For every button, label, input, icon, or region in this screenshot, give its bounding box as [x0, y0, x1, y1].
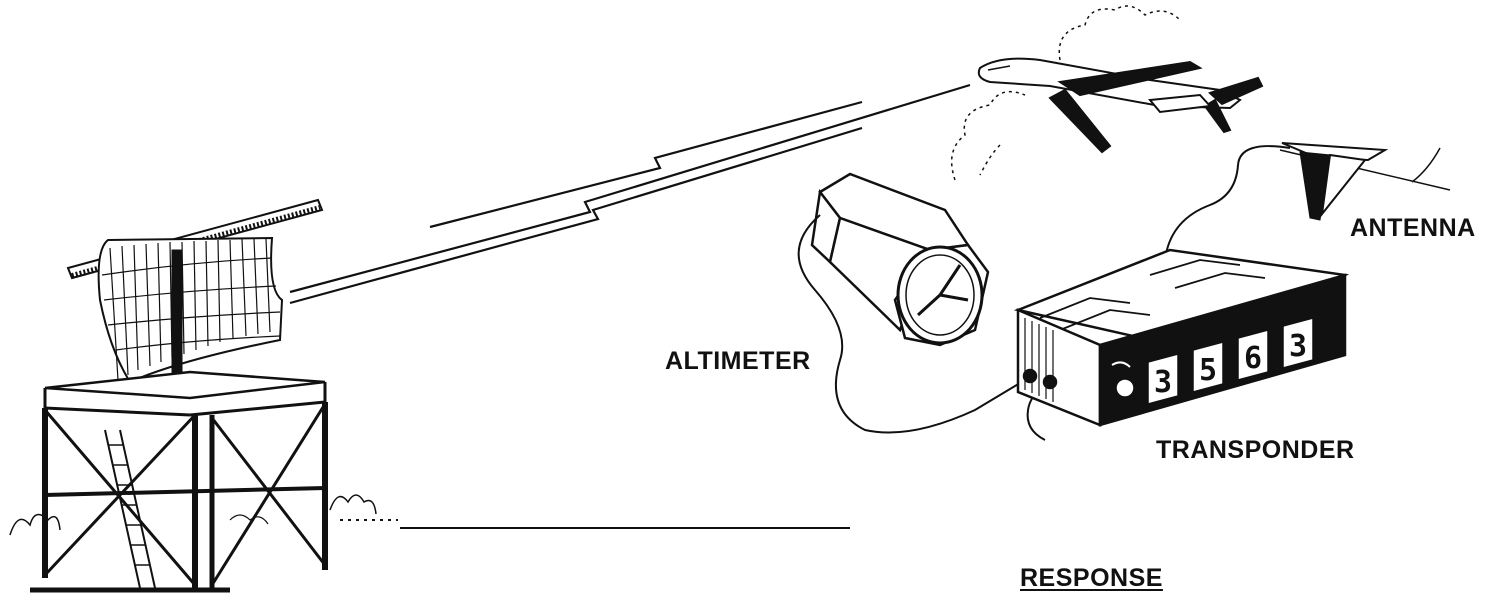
antenna-cable: [1164, 145, 1291, 261]
transponder-digit: 3: [1289, 329, 1307, 364]
ground-line: [340, 519, 850, 529]
response-label: RESPONSE: [1020, 564, 1163, 592]
altimeter-cable: [797, 214, 1026, 434]
antenna-label: ANTENNA: [1350, 214, 1476, 242]
radar-tower-icon: [9, 370, 377, 593]
aircraft-antenna-icon: [1279, 142, 1451, 221]
transponder-code-display: 3 5 6 3: [1154, 329, 1307, 400]
airplane-icon: [977, 57, 1264, 154]
altimeter-icon: [810, 172, 990, 347]
cloud-icon: [950, 5, 1181, 181]
transponder-digit: 3: [1154, 365, 1172, 400]
transponder-digit: 6: [1244, 341, 1262, 376]
transponder-digit: 5: [1199, 353, 1217, 388]
radar-antenna-icon: [66, 198, 324, 384]
altimeter-label: ALTIMETER: [665, 347, 811, 375]
transponder-icon: [1013, 248, 1350, 427]
signal-lines: [289, 83, 971, 305]
transponder-label: TRANSPONDER: [1156, 436, 1355, 464]
